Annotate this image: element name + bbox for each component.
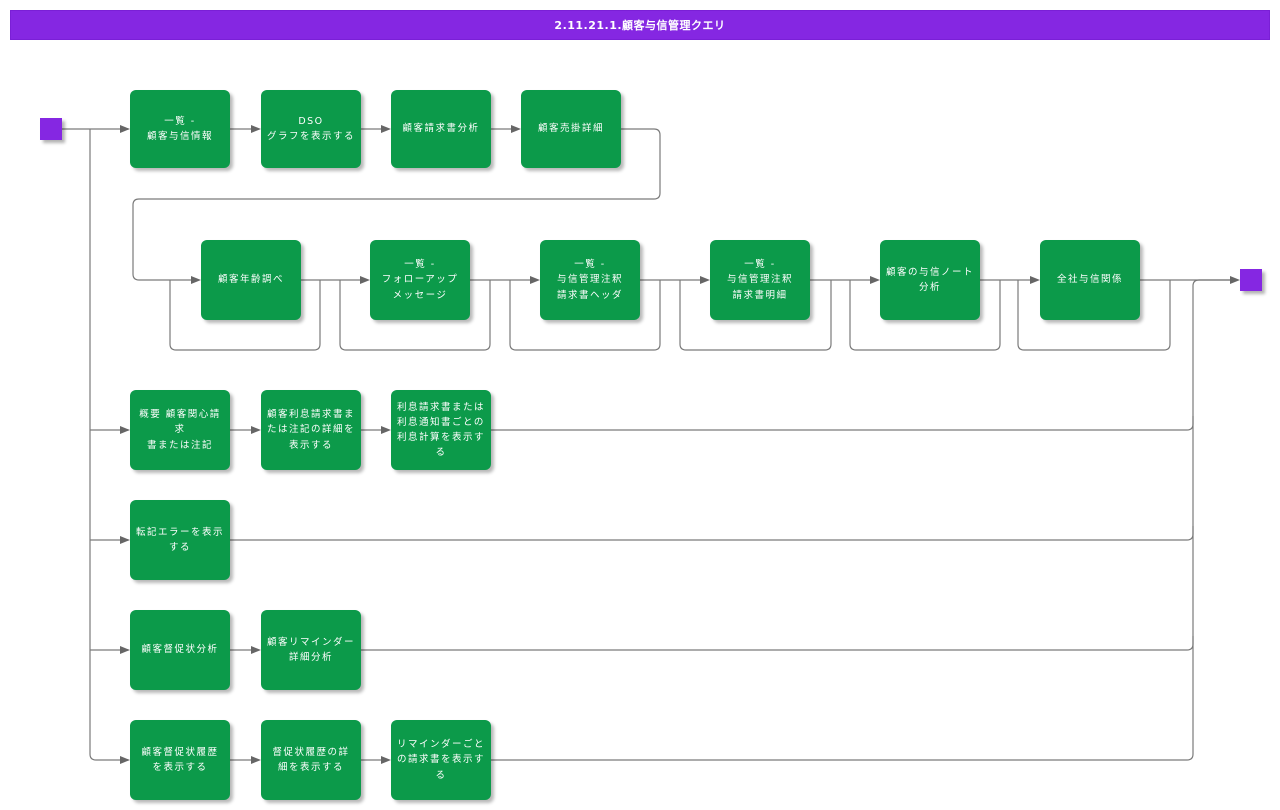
start-node	[40, 118, 62, 140]
end-node	[1240, 269, 1262, 291]
flow-node-r2c1[interactable]: 顧客年齢調べ	[201, 240, 301, 320]
flow-node-r1c2[interactable]: DSO グラフを表示する	[261, 90, 361, 168]
flow-node-r5c2[interactable]: 顧客リマインダー 詳細分析	[261, 610, 361, 690]
flow-node-r4c1[interactable]: 転記エラーを表示 する	[130, 500, 230, 580]
flow-node-r6c1[interactable]: 顧客督促状履歴 を表示する	[130, 720, 230, 800]
flow-node-r6c2[interactable]: 督促状履歴の詳 細を表示する	[261, 720, 361, 800]
flow-node-r3c3[interactable]: 利息請求書または 利息通知書ごとの 利息計算を表示す る	[391, 390, 491, 470]
flow-node-r2c5[interactable]: 顧客の与信ノート 分析	[880, 240, 980, 320]
flow-node-r1c3[interactable]: 顧客請求書分析	[391, 90, 491, 168]
flow-node-r6c3[interactable]: リマインダーごと の請求書を表示す る	[391, 720, 491, 800]
flow-node-r1c1[interactable]: 一覧 - 顧客与信情報	[130, 90, 230, 168]
flow-node-r3c2[interactable]: 顧客利息請求書ま たは注記の詳細を 表示する	[261, 390, 361, 470]
flow-node-r2c4[interactable]: 一覧 - 与信管理注釈 請求書明細	[710, 240, 810, 320]
flow-node-r3c1[interactable]: 概要 顧客関心請求 書または注記	[130, 390, 230, 470]
diagram-title-bar: 2.11.21.1.顧客与信管理クエリ	[10, 10, 1270, 40]
flow-node-r2c2[interactable]: 一覧 - フォローアップ メッセージ	[370, 240, 470, 320]
diagram-title: 2.11.21.1.顧客与信管理クエリ	[554, 19, 726, 32]
arrowheads	[120, 125, 1240, 764]
flow-node-r2c3[interactable]: 一覧 - 与信管理注釈 請求書ヘッダ	[540, 240, 640, 320]
flow-node-r2c6[interactable]: 全社与信関係	[1040, 240, 1140, 320]
flow-node-r5c1[interactable]: 顧客督促状分析	[130, 610, 230, 690]
flow-node-r1c4[interactable]: 顧客売掛詳細	[521, 90, 621, 168]
